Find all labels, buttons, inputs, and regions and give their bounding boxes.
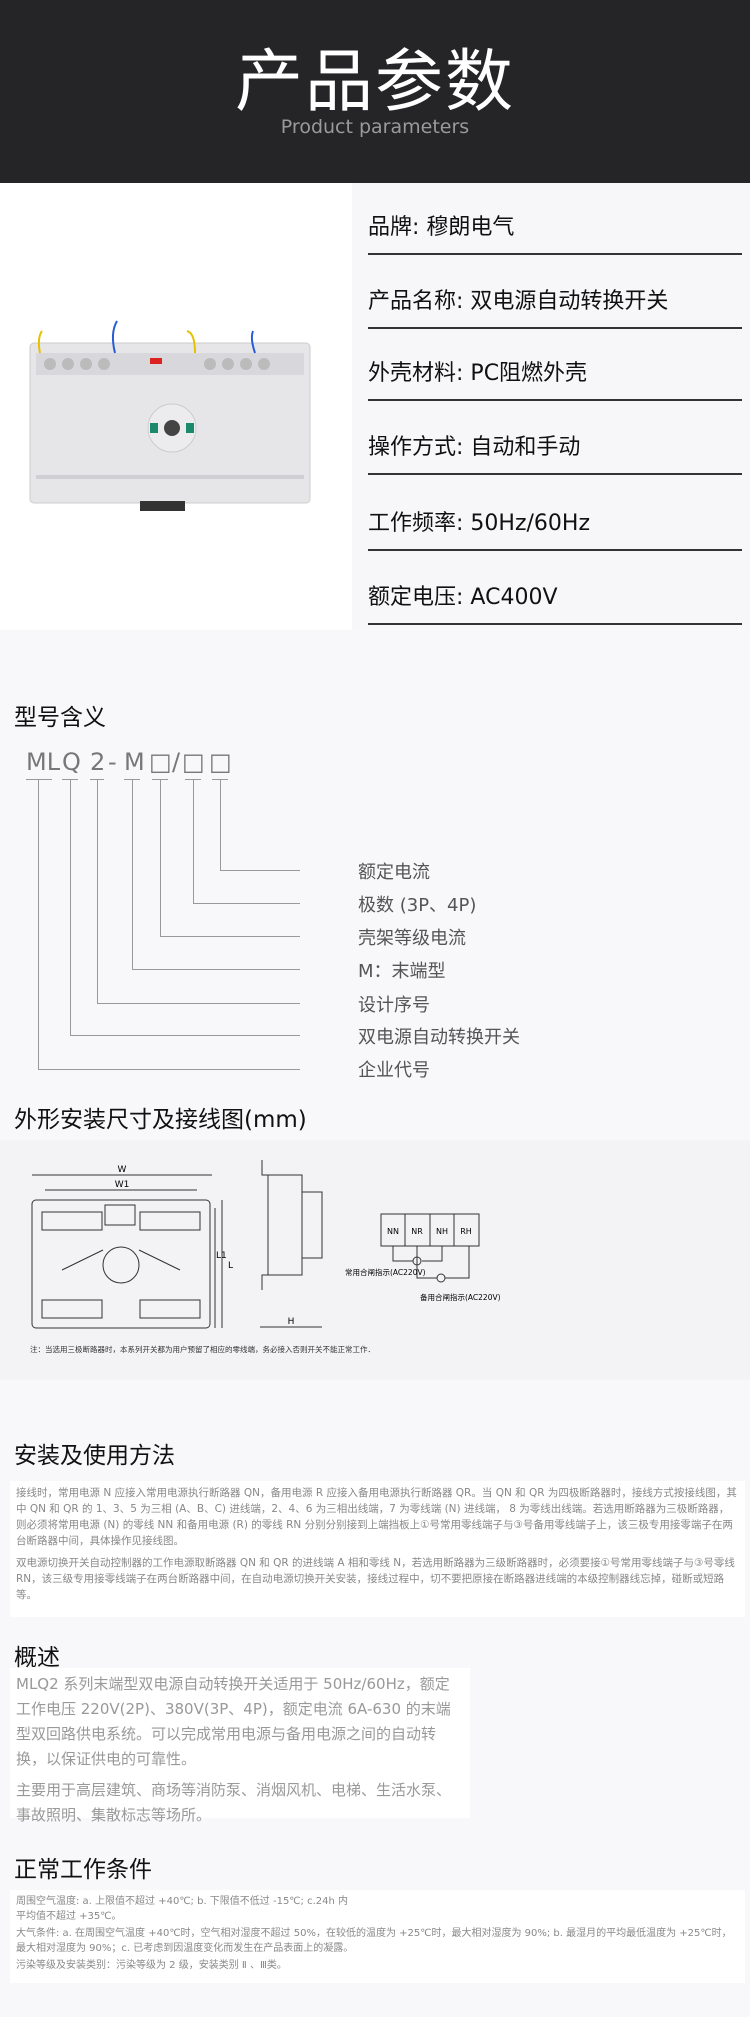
spec-label: 额定电压:	[368, 585, 464, 610]
spec-row: 额定电压: AC400V	[368, 553, 742, 625]
dim-l: L	[228, 1261, 233, 1271]
dim-w: W	[118, 1165, 127, 1175]
model-code-part: □	[182, 748, 205, 776]
page-title: 产品参数	[234, 43, 515, 122]
dimensions-title: 外形安装尺寸及接线图(mm)	[14, 1107, 307, 1133]
model-meaning: 双电源自动转换开关	[358, 1027, 520, 1048]
paragraph: 主要用于高层建筑、商场等消防泵、消烟风机、电梯、生活水泵、事故照明、集散标志等场…	[16, 1781, 452, 1824]
spec-label: 品牌:	[368, 215, 420, 240]
paragraph: 接线时，常用电源 N 应接入常用电源执行断路器 QN，备用电源 R 应接入备用电…	[16, 1487, 737, 1547]
spec-row: 产品名称: 双电源自动转换开关	[368, 257, 742, 329]
overview-text: MLQ2 系列末端型双电源自动转换开关适用于 50Hz/60Hz，额定工作电压 …	[10, 1668, 470, 1824]
page-subtitle: Product parameters	[280, 116, 470, 138]
spec-label: 工作频率:	[368, 511, 464, 536]
overview-title: 概述	[14, 1645, 60, 1671]
model-code-part: -	[108, 748, 117, 776]
model-code-part: Q	[62, 748, 81, 776]
model-meaning: 企业代号	[358, 1060, 430, 1081]
indicator-backup: 备用合闸指示(AC220V)	[420, 1292, 501, 1302]
paragraph: MLQ2 系列末端型双电源自动转换开关适用于 50Hz/60Hz，额定工作电压 …	[16, 1675, 451, 1768]
spec-value: AC400V	[470, 585, 558, 610]
page-header: 产品参数 Product parameters	[0, 0, 750, 183]
conditions-title: 正常工作条件	[14, 1857, 152, 1883]
model-code-part: M	[124, 748, 145, 776]
model-code-part: ML	[26, 748, 61, 776]
paragraph: 大气条件: a. 在周围空气温度 +40℃时，空气相对湿度不超过 50%，在较低…	[16, 1928, 732, 1954]
switch-image	[29, 320, 311, 511]
spec-value: 双电源自动转换开关	[470, 289, 669, 314]
terminal-label: NR	[411, 1227, 423, 1236]
spec-row: 操作方式: 自动和手动	[368, 403, 742, 475]
paragraph: 污染等级及安装类别：污染等级为 2 级，安装类别 Ⅱ 、Ⅲ类。	[16, 1960, 287, 1971]
terminal-label: NH	[436, 1227, 448, 1236]
model-meaning: 额定电流	[358, 862, 430, 883]
model-meaning: 极数 (3P、4P)	[358, 895, 477, 916]
spec-row: 品牌: 穆朗电气	[368, 183, 742, 255]
indicator-normal: 常用合闸指示(AC220V)	[345, 1267, 426, 1277]
install-title: 安装及使用方法	[14, 1443, 175, 1469]
model-code-part: □	[149, 748, 172, 776]
product-parameters: 品牌: 穆朗电气 产品名称: 双电源自动转换开关 外壳材料: PC阻燃外壳 操作…	[0, 183, 750, 630]
model-meaning: 设计序号	[358, 995, 430, 1016]
terminal-label: RH	[460, 1227, 472, 1236]
model-title: 型号含义	[14, 705, 106, 731]
spec-row: 外壳材料: PC阻燃外壳	[368, 329, 742, 401]
spec-label: 外壳材料:	[368, 361, 464, 386]
spec-value: 50Hz/60Hz	[470, 511, 591, 536]
install-text: 接线时，常用电源 N 应接入常用电源执行断路器 QN，备用电源 R 应接入备用电…	[10, 1481, 745, 1617]
spec-value: 自动和手动	[470, 435, 581, 460]
paragraph: 周围空气温度: a. 上限值不超过 +40℃; b. 下限值不低过 -15℃; …	[16, 1896, 349, 1922]
dim-l1: L1	[216, 1251, 227, 1261]
spec-row: 工作频率: 50Hz/60Hz	[368, 479, 742, 551]
conditions-text: 周围空气温度: a. 上限值不超过 +40℃; b. 下限值不低过 -15℃; …	[10, 1890, 745, 1983]
model-code-part: /	[172, 748, 181, 776]
model-code-part: □	[209, 748, 232, 776]
spec-label: 产品名称:	[368, 289, 464, 314]
terminal-label: NN	[387, 1227, 399, 1236]
dim-w1: W1	[115, 1180, 130, 1190]
spec-value: PC阻燃外壳	[470, 361, 588, 386]
model-meaning: M：末端型	[358, 961, 446, 982]
spec-value: 穆朗电气	[426, 215, 515, 240]
paragraph: 双电源切换开关自动控制器的工作电源取断路器 QN 和 QR 的进线端 A 相和零…	[16, 1557, 735, 1601]
model-meaning: 壳架等级电流	[358, 928, 466, 949]
model-code-part: 2	[90, 748, 106, 776]
spec-label: 操作方式:	[368, 435, 464, 460]
wiring-diagram: W W1 L L1 H NN NR NH RH 常用合闸指示(AC220V) 备…	[0, 1140, 750, 1380]
spec-list: 品牌: 穆朗电气 产品名称: 双电源自动转换开关 外壳材料: PC阻燃外壳 操作…	[352, 183, 750, 630]
dimensions-note: 注：当选用三极断路器时，本系列开关都为用户预留了相应的零线端，务必接入否则开关不…	[30, 1344, 375, 1354]
dim-h: H	[288, 1317, 295, 1327]
product-photo	[0, 183, 350, 630]
